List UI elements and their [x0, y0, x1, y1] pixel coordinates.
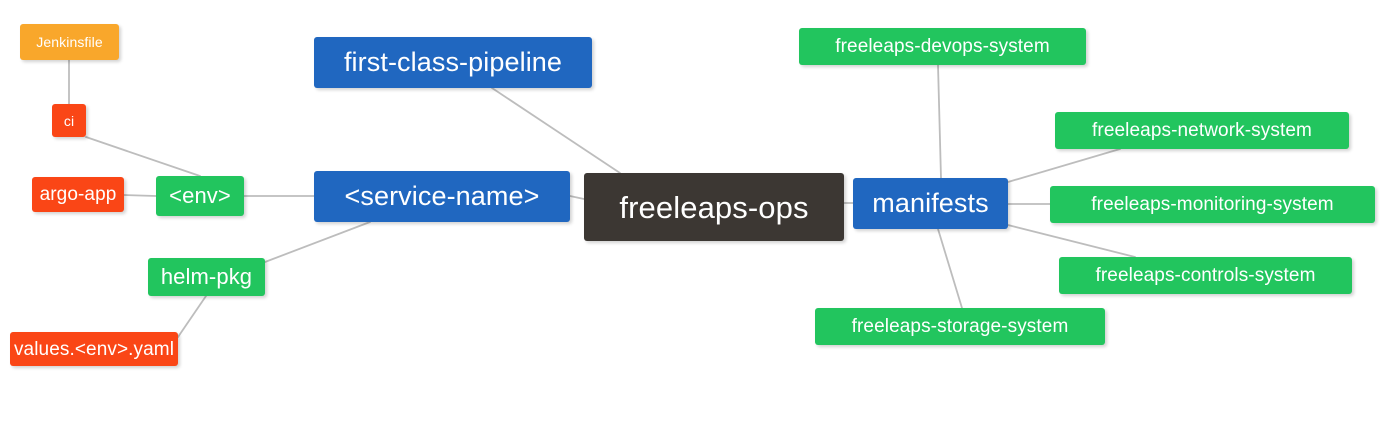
edge-service-name-to-freeleaps-ops [569, 195, 585, 200]
edge-argo-app-to-env [123, 194, 157, 197]
mindmap-node-values-yaml[interactable]: values.<env>.yaml [10, 332, 178, 366]
mindmap-node-devops-system[interactable]: freeleaps-devops-system [799, 28, 1086, 65]
mindmap-node-label: manifests [872, 188, 989, 218]
mindmap-node-label: values.<env>.yaml [13, 338, 175, 360]
mindmap-node-jenkinsfile[interactable]: Jenkinsfile [20, 24, 119, 60]
mindmap-node-label: Jenkinsfile [36, 34, 103, 50]
mindmap-node-label: ci [63, 112, 75, 129]
mindmap-node-env[interactable]: <env> [156, 176, 244, 216]
mindmap-node-label: <env> [169, 183, 231, 208]
mindmap-node-service-name[interactable]: <service-name> [314, 171, 570, 222]
mindmap-node-label: <service-name> [344, 181, 540, 211]
edge-manifests-to-devops-system [937, 64, 942, 179]
mindmap-node-label: freeleaps-devops-system [835, 36, 1050, 57]
edge-manifests-to-storage-system [937, 228, 963, 309]
mindmap-node-helm-pkg[interactable]: helm-pkg [148, 258, 265, 296]
mindmap-node-ci[interactable]: ci [52, 104, 86, 137]
edge-ci-to-env [85, 136, 201, 177]
edge-manifests-to-network-system [1007, 148, 1121, 183]
mindmap-node-network-system[interactable]: freeleaps-network-system [1055, 112, 1349, 149]
mindmap-node-argo-app[interactable]: argo-app [32, 177, 124, 212]
mindmap-node-manifests[interactable]: manifests [853, 178, 1008, 229]
mindmap-node-storage-system[interactable]: freeleaps-storage-system [815, 308, 1105, 345]
edge-manifests-to-controls-system [1007, 224, 1136, 258]
mindmap-node-label: freeleaps-monitoring-system [1091, 194, 1334, 215]
mindmap-node-monitoring-system[interactable]: freeleaps-monitoring-system [1050, 186, 1375, 223]
edge-helm-pkg-to-service-name [264, 221, 371, 263]
mindmap-node-label: freeleaps-ops [619, 189, 809, 225]
mindmap-node-label: argo-app [39, 184, 117, 205]
mindmap-node-label: freeleaps-network-system [1092, 120, 1312, 141]
mindmap-node-freeleaps-ops[interactable]: freeleaps-ops [584, 173, 844, 241]
mindmap-node-label: first-class-pipeline [343, 47, 563, 77]
mindmap-node-first-class-pipeline[interactable]: first-class-pipeline [314, 37, 592, 88]
mindmap-node-label: freeleaps-storage-system [851, 316, 1069, 337]
edge-first-class-pipeline-to-freeleaps-ops [491, 87, 621, 174]
mindmap-node-label: helm-pkg [160, 264, 253, 289]
edge-values-yaml-to-helm-pkg [177, 295, 207, 338]
mindmap-node-label: freeleaps-controls-system [1095, 265, 1316, 286]
mindmap-node-controls-system[interactable]: freeleaps-controls-system [1059, 257, 1352, 294]
